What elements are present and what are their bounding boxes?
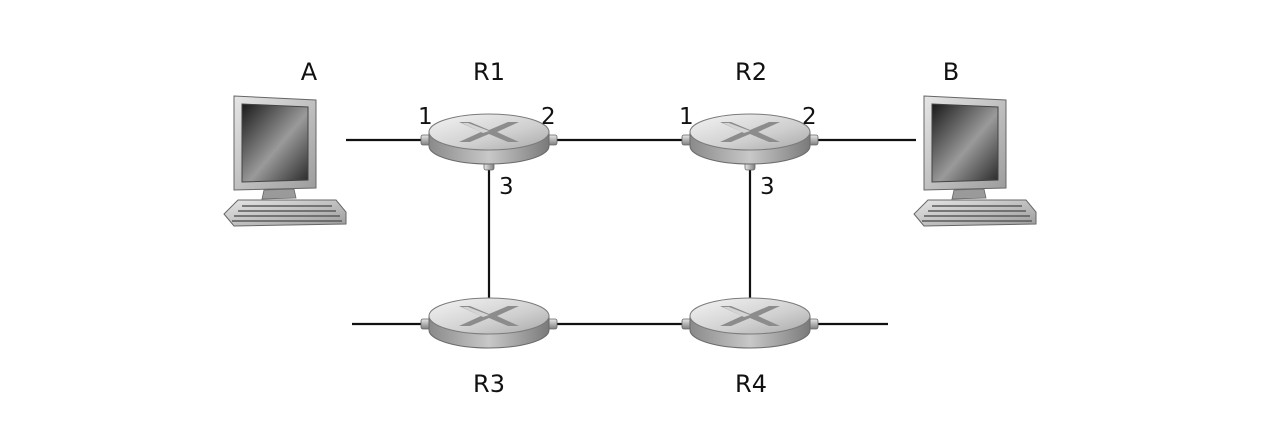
- router-r4: [681, 297, 819, 349]
- router-r3: [420, 297, 558, 349]
- port-label-r1-3: 3: [499, 174, 514, 200]
- label-router-r1: R1: [473, 58, 505, 86]
- port-label-r2-3: 3: [760, 174, 775, 200]
- router-r2: [681, 113, 819, 171]
- label-router-r4: R4: [735, 370, 767, 398]
- label-router-r2: R2: [735, 58, 767, 86]
- computer-icon: [913, 95, 1037, 227]
- port-label-r2-1: 1: [679, 104, 694, 130]
- port-label-r1-1: 1: [418, 104, 433, 130]
- port-label-r2-2: 2: [802, 104, 817, 130]
- computer-icon: [223, 95, 347, 227]
- links: [346, 138, 916, 326]
- label-host-b: B: [943, 58, 959, 86]
- router-r1: [420, 113, 558, 171]
- label-host-a: A: [301, 58, 318, 86]
- label-router-r3: R3: [473, 370, 505, 398]
- port-label-r1-2: 2: [541, 104, 556, 130]
